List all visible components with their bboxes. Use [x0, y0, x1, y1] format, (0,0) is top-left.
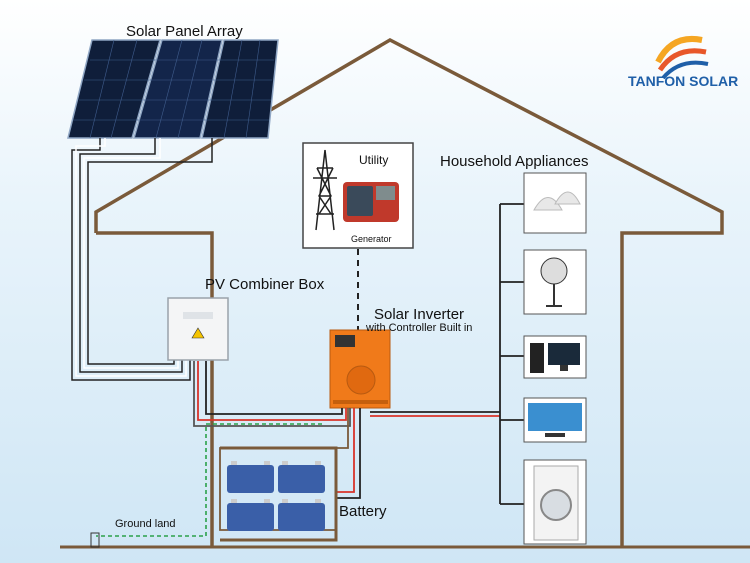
ground-rod: [90, 532, 100, 548]
solar-panel-array-label: Solar Panel Array: [126, 23, 243, 40]
washing-machine-icon: [533, 465, 579, 541]
utility-generator-box: [302, 142, 414, 249]
ground-wire: [96, 423, 322, 537]
appliance-washer-box: [523, 459, 587, 545]
utility-label: Utility: [359, 153, 389, 167]
combiner-to-inverter-cables: [193, 361, 351, 427]
transmission-tower-icon: [313, 149, 337, 231]
appliance-tv-box: [523, 397, 587, 443]
battery-bank: [220, 446, 338, 542]
appliance-lamp-box: [523, 172, 587, 234]
tanfon-logo-icon: [655, 36, 709, 80]
battery-label: Battery: [339, 503, 387, 520]
tv-icon: [528, 403, 582, 437]
generator-icon: [343, 182, 399, 222]
computer-icon: [530, 343, 580, 373]
generator-label: Generator: [351, 234, 392, 244]
fan-icon: [540, 257, 568, 307]
solar-inverter-label: Solar Inverter: [374, 306, 465, 323]
appliance-bus: [370, 203, 524, 505]
solar-inverter-device: [329, 329, 391, 409]
appliance-computer-box: [523, 335, 587, 379]
pv-combiner-box: [167, 297, 229, 361]
house-outline: [94, 38, 724, 547]
brand-logo-text: TANFON SOLAR: [628, 73, 739, 89]
appliance-fan-box: [523, 249, 587, 315]
inverter-sub-label: with Controller Built in: [366, 322, 473, 334]
solar-panel-array: [67, 39, 279, 139]
pv-combiner-box-label: PV Combiner Box: [205, 276, 325, 293]
panel-cables: [71, 138, 213, 381]
household-appliances-label: Household Appliances: [440, 153, 589, 170]
lamp-icon: [533, 191, 581, 211]
ground-land-label: Ground land: [115, 518, 176, 530]
